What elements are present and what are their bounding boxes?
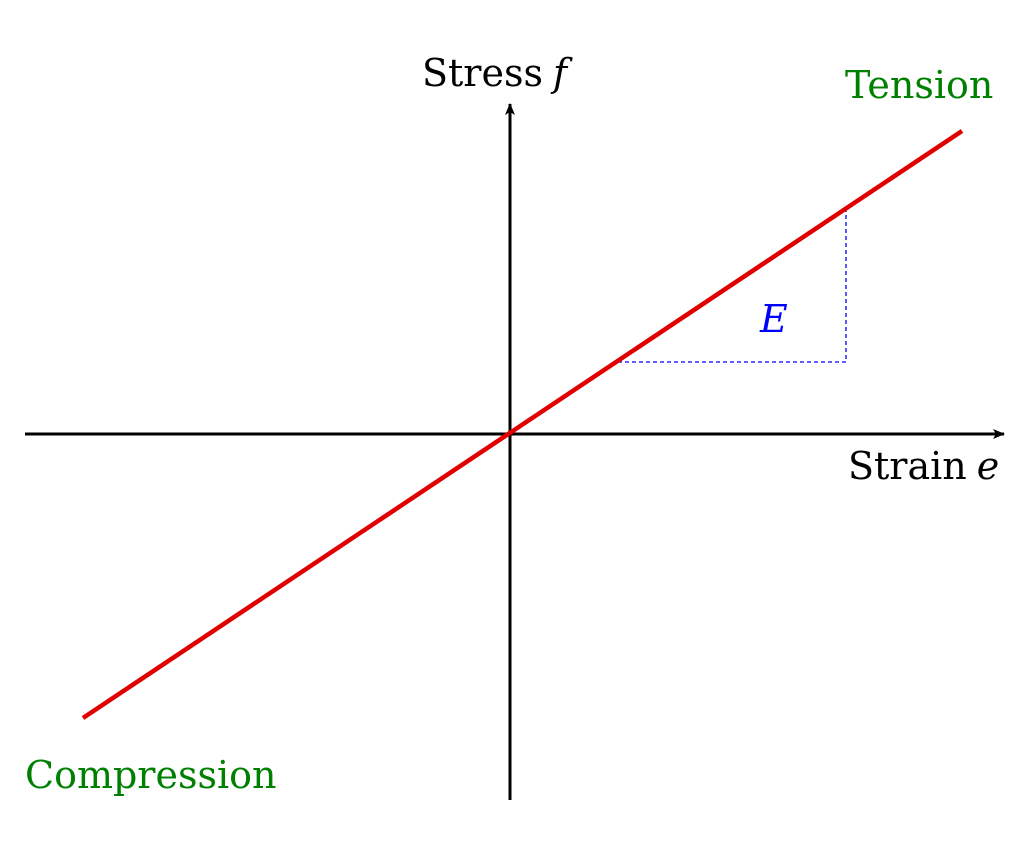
x-axis-symbol: e <box>977 444 1000 488</box>
tension-label: Tension <box>845 63 993 107</box>
elastic-line <box>81 129 964 720</box>
x-axis-word: Strain <box>848 444 967 488</box>
compression-label: Compression <box>25 753 276 797</box>
modulus-label: E <box>759 297 788 341</box>
slope-triangle <box>618 210 847 363</box>
y-axis-word: Stress <box>422 51 543 95</box>
y-axis-symbol: f <box>550 51 573 95</box>
